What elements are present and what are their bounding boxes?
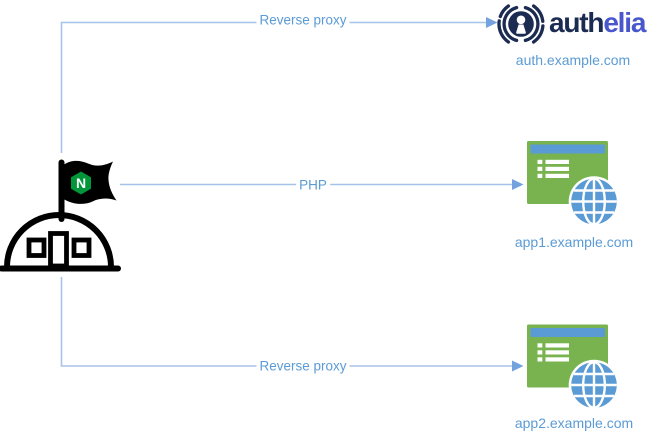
dome <box>4 212 114 270</box>
authelia-logo-icon <box>497 4 545 44</box>
keyhole-stem <box>516 24 526 34</box>
window-left <box>26 237 47 258</box>
edge-label-php: PHP <box>296 177 330 192</box>
authelia-wordmark-light: elia <box>603 7 646 38</box>
edge-reverse-proxy-app2 <box>60 277 524 372</box>
door <box>48 231 69 269</box>
nginx-server-icon: N <box>0 159 121 272</box>
keyhole-icon <box>516 15 526 25</box>
authelia-wordmark: authelia <box>549 7 646 38</box>
nginx-flag-letter: N <box>76 175 86 191</box>
web-app2-icon <box>525 323 621 412</box>
edge-reverse-proxy-auth <box>60 17 498 153</box>
edge-label-reverse-proxy-bottom: Reverse proxy <box>256 358 350 374</box>
arrowhead-icon <box>512 360 524 372</box>
web-app1-icon <box>525 139 621 228</box>
edge-label-reverse-proxy-top: Reverse proxy <box>256 12 350 28</box>
app2-hostname-label: app2.example.com <box>514 415 634 431</box>
nginx-hexagon-icon <box>71 171 91 195</box>
arrowhead-icon <box>512 179 524 190</box>
authelia-wordmark-dark: auth <box>549 7 605 38</box>
auth-hostname-label: auth.example.com <box>515 52 631 68</box>
arrowhead-icon <box>486 17 498 28</box>
window-right <box>71 237 92 258</box>
app1-hostname-label: app1.example.com <box>514 234 634 250</box>
